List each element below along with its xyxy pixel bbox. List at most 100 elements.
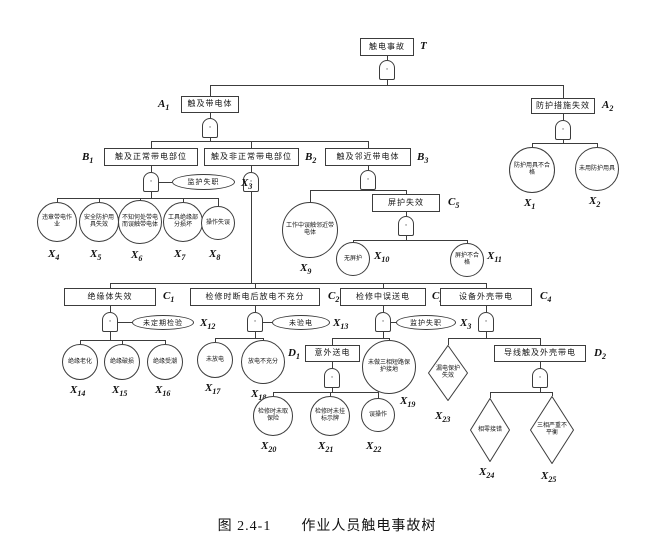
node-A2: 防护措施失效 — [531, 98, 595, 114]
node-tag-D1: D1 — [288, 347, 300, 361]
node-tag-X15: X15 — [112, 384, 128, 399]
node-tag-B1: B1 — [82, 151, 93, 165]
tag-subscript: 19 — [407, 400, 416, 410]
connector-line — [332, 388, 333, 392]
connector-line — [215, 338, 263, 339]
tag-base: X — [174, 248, 182, 260]
node-X10: 无屏护 — [336, 242, 370, 276]
tag-subscript: 23 — [442, 415, 451, 425]
connector-line — [540, 338, 541, 345]
node-tag-X1: X1 — [524, 197, 535, 211]
connector-line — [57, 198, 218, 199]
tag-base: X — [70, 384, 78, 396]
tag-base: C — [448, 196, 456, 208]
logic-gate-icon: · — [143, 172, 159, 192]
event-label: 漏电保护失效 — [435, 365, 460, 379]
node-tag-B3: B3 — [417, 151, 429, 166]
node-tag-X13: X13 — [333, 317, 349, 332]
node-tag-X10: X10 — [374, 250, 390, 265]
connector-line — [353, 240, 354, 242]
connector-line — [80, 340, 81, 344]
logic-gate-icon: · — [247, 312, 263, 332]
node-tag-X16: X16 — [155, 384, 171, 399]
diamond-outline — [427, 344, 469, 402]
logic-gate-icon: · — [243, 172, 259, 192]
node-tag-X3b: X3 — [460, 317, 471, 331]
event-label: 相零接错 — [477, 425, 502, 433]
tag-base: A — [158, 98, 166, 110]
node-D1: 意外送电 — [305, 345, 360, 362]
tag-base: X — [524, 197, 532, 209]
node-X3a: 监护失职 — [172, 174, 235, 190]
node-X19: 未做三相短路保护接地 — [362, 340, 416, 394]
node-tag-D2: D2 — [594, 347, 606, 361]
tag-subscript: 7 — [181, 253, 186, 263]
connector-line — [540, 362, 541, 368]
logic-gate-icon: · — [375, 312, 391, 332]
connector-line — [532, 143, 533, 147]
tag-base: X — [366, 440, 374, 452]
node-tag-C5: C5 — [448, 196, 459, 210]
connector-line — [532, 143, 597, 144]
connector-line — [251, 166, 252, 172]
tag-base: X — [333, 317, 341, 329]
tag-subscript: 20 — [268, 445, 277, 455]
tag-base: X — [200, 317, 208, 329]
tag-base: X — [479, 466, 487, 478]
connector-line — [383, 306, 384, 312]
connector-line — [597, 143, 598, 147]
node-X7: 工具绝缘部分损坏 — [163, 202, 203, 242]
node-tag-X4: X4 — [48, 248, 59, 262]
tag-subscript: 21 — [325, 445, 334, 455]
tag-subscript: 13 — [340, 322, 349, 332]
tag-base: C — [432, 290, 440, 302]
connector-line — [273, 392, 378, 393]
node-X25: 三相严重不平衡 — [529, 395, 575, 465]
node-tag-X22: X22 — [366, 440, 381, 454]
tag-base: X — [112, 384, 120, 396]
connector-line — [215, 338, 216, 342]
node-tag-X20: X20 — [261, 440, 277, 455]
connector-line — [330, 392, 331, 396]
node-X15: 绝缘破损 — [104, 344, 140, 380]
tag-base: X — [131, 249, 139, 261]
tag-base: X — [48, 248, 56, 260]
node-T: 触电事故 — [360, 38, 414, 56]
tag-base: X — [300, 262, 308, 274]
connector-line — [467, 240, 468, 243]
tag-subscript: 15 — [119, 389, 128, 399]
node-X16: 绝缘受潮 — [147, 344, 183, 380]
node-tag-A1: A1 — [158, 98, 170, 113]
connector-line — [387, 80, 388, 85]
tag-subscript: 3 — [424, 156, 429, 166]
node-tag-A2: A2 — [602, 99, 613, 113]
connector-line — [110, 306, 111, 312]
tag-subscript: 24 — [486, 471, 495, 481]
node-tag-X14: X14 — [70, 384, 85, 398]
node-D2: 导线触及外壳带电 — [494, 345, 586, 362]
connector-line — [273, 392, 274, 396]
connector-line — [165, 340, 166, 344]
connector-line — [310, 190, 406, 191]
connector-line — [263, 338, 264, 340]
tag-subscript: 10 — [381, 255, 390, 265]
tag-subscript: 3 — [248, 182, 253, 192]
connector-line — [122, 340, 123, 344]
node-X2: 未用防护用具 — [575, 147, 619, 191]
node-X1: 防护用具不合格 — [509, 147, 555, 193]
tag-subscript: 1 — [165, 103, 170, 113]
diamond-outline — [469, 397, 511, 463]
connector-line — [389, 338, 390, 340]
tag-base: D — [594, 347, 602, 359]
node-X13: 未验电 — [272, 315, 330, 330]
connector-line — [486, 283, 487, 288]
connector-line — [99, 198, 100, 202]
connector-line — [563, 85, 564, 98]
tag-subscript: 16 — [162, 389, 171, 399]
tag-subscript: 11 — [494, 255, 502, 265]
node-tag-X2: X2 — [589, 195, 600, 209]
node-tag-C1: C1 — [163, 290, 174, 304]
tag-subscript: 25 — [548, 475, 557, 485]
tag-base: C — [540, 290, 548, 302]
node-tag-T: T — [420, 40, 427, 52]
